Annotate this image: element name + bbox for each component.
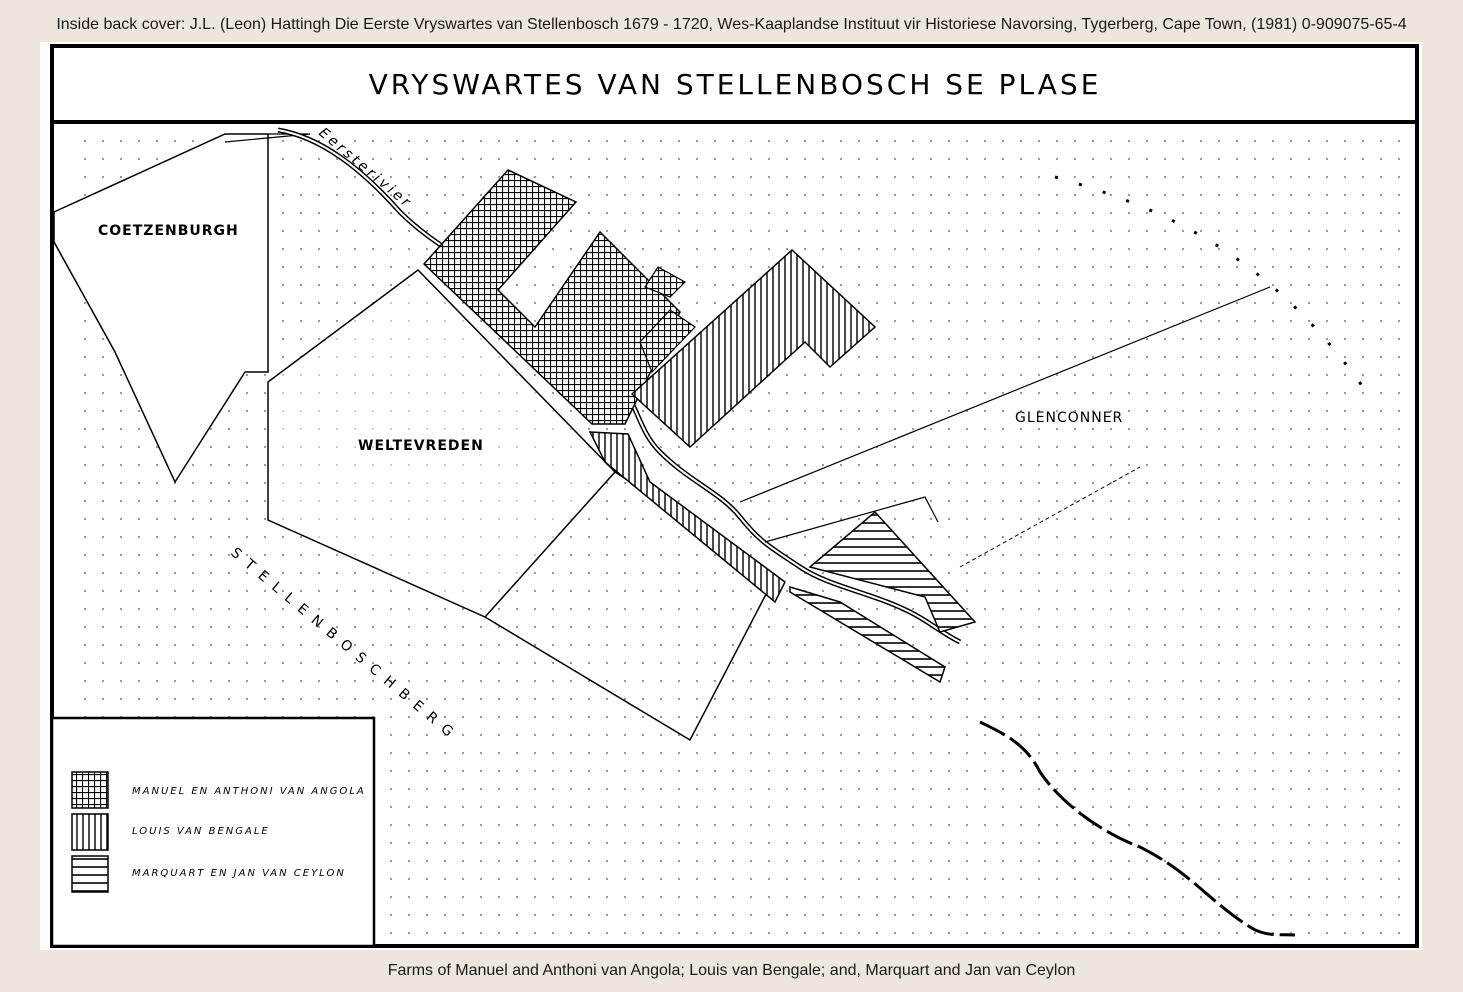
- parcel-ceylon-north: [808, 510, 977, 633]
- legend-label-angola: MANUEL EN ANTHONI VAN ANGOLA: [132, 786, 366, 797]
- parcel-ceylon-south: [789, 585, 946, 684]
- onze-rust-boundary: [1054, 175, 1372, 398]
- parcel-bengale-north: [630, 248, 877, 449]
- label-glenconner: GLENCONNER: [1015, 410, 1123, 426]
- legend-swatch-horizontal: [71, 855, 109, 893]
- map-sheet: VRYSWARTES VAN STELLENBOSCH SE PLASE: [40, 42, 1422, 950]
- legend-label-ceylon: MARQUART EN JAN VAN CEYLON: [132, 868, 346, 879]
- map-svg: VRYSWARTES VAN STELLENBOSCH SE PLASE: [50, 44, 1419, 948]
- parcel-angola-small: [644, 266, 686, 298]
- label-coetzenburgh: COETZENBURGH: [98, 223, 239, 239]
- glenconner-boundary-line: [739, 286, 1271, 503]
- map-title: VRYSWARTES VAN STELLENBOSCH SE PLASE: [369, 68, 1102, 101]
- label-weltevreden: WELTEVREDEN: [358, 438, 484, 454]
- legend-label-bengale: LOUIS VAN BENGALE: [132, 826, 270, 837]
- parcel-angola-annex: [639, 309, 696, 374]
- parcel-angola-main: [422, 169, 681, 425]
- legend-swatch-vertical: [71, 813, 109, 851]
- coetzenburgh-parcel: [53, 133, 269, 484]
- legend-swatch-crosshatch: [71, 771, 109, 809]
- caption-top: Inside back cover: J.L. (Leon) Hattingh …: [56, 16, 1407, 33]
- lower-river: [979, 720, 1296, 937]
- caption-bottom: Farms of Manuel and Anthoni van Angola; …: [387, 962, 1076, 979]
- weltevreden-parcel: [267, 269, 617, 618]
- parcel-bengale-south: [588, 431, 786, 604]
